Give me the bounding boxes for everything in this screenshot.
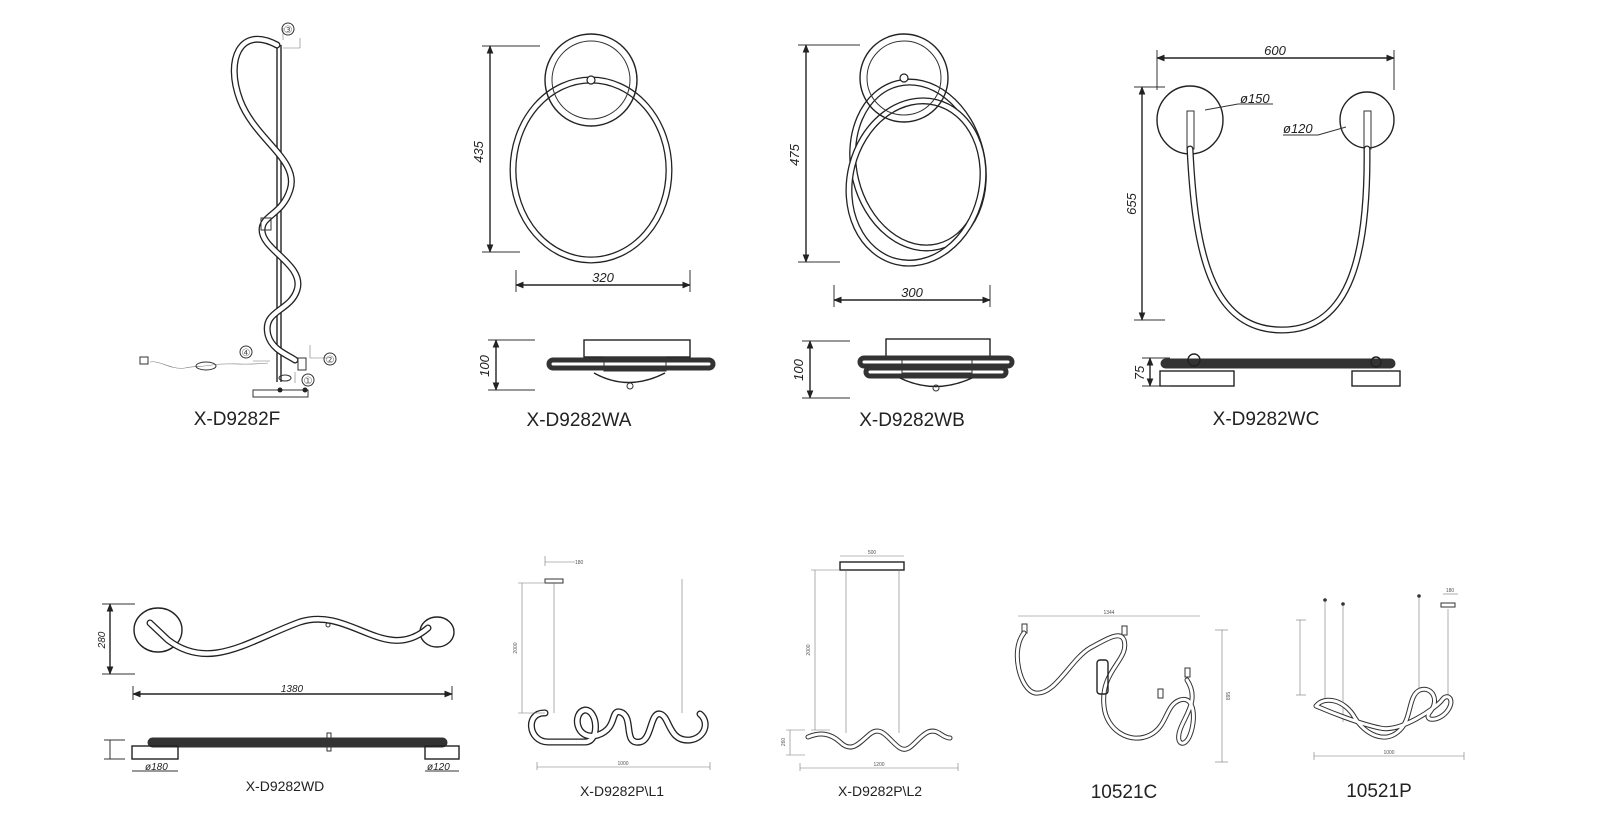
callout-4: ④ — [242, 348, 251, 359]
dimension-drop: 2000 — [513, 642, 519, 653]
dimension-canopy: 180 — [1446, 588, 1455, 594]
product-x-d9282p-l2: 500 2000 260 1200 X-D9282P\L2 — [781, 550, 959, 799]
dimension-canopy: 500 — [868, 550, 877, 556]
wall-lamp-front-view — [509, 33, 673, 264]
dimension-height: 655 — [1124, 192, 1139, 214]
dimension-depth: 100 — [477, 354, 492, 376]
wall-lamp-side-view — [1159, 353, 1401, 387]
dimension-height: 260 — [781, 738, 787, 747]
dimension-canopy: 180 — [575, 560, 584, 566]
plate-diameter-large: ø150 — [1240, 91, 1270, 106]
dimension-width: 600 — [1264, 43, 1286, 58]
model-label: 10521C — [1091, 782, 1158, 803]
dimension-depth: 100 — [791, 358, 806, 380]
dimension-depth: 75 — [1132, 365, 1147, 380]
plate-diameter-large: ø180 — [145, 762, 168, 773]
dimension-width: 1000 — [617, 761, 628, 767]
plate-diameter-small: ø120 — [1283, 121, 1313, 136]
floor-lamp-drawing — [139, 28, 328, 398]
callout-1: ① — [304, 376, 313, 387]
model-label: X-D9282P\L1 — [580, 783, 664, 799]
model-label: X-D9282P\L2 — [838, 783, 922, 799]
model-label: X-D9282WC — [1213, 409, 1320, 430]
product-x-d9282wd: 280 1380 ø180 ø120 X-D9282WD — [97, 603, 460, 794]
wall-lamp-front-view — [1156, 85, 1395, 334]
model-label: 10521P — [1346, 781, 1412, 802]
plate-diameter-small: ø120 — [427, 762, 450, 773]
dimension-drop: 2000 — [806, 644, 812, 655]
wall-lamp-front-view — [845, 33, 987, 267]
pendant-drawing — [527, 578, 709, 746]
product-x-d9282p-l1: 180 2000 1000 X-D9282P\L1 — [513, 556, 711, 799]
product-x-d9282f: ③ ④ ② ① X-D9282F — [139, 22, 337, 430]
dimension-height: 280 — [97, 631, 108, 649]
wall-lamp-side-view — [857, 338, 1015, 392]
wall-lamp-side-view — [131, 732, 460, 760]
wall-lamp-front-view — [133, 607, 455, 658]
dimension-height: 435 — [471, 140, 486, 162]
dimension-width: 1380 — [281, 684, 304, 695]
dimension-width: 300 — [901, 285, 923, 300]
model-label: X-D9282WA — [527, 410, 632, 431]
callout-3: ③ — [284, 25, 293, 36]
model-label: X-D9282WB — [859, 410, 965, 431]
product-10521p: 180 1000 10521P — [1296, 588, 1465, 802]
product-x-d9282wb: 475 300 100 X-D9282WB — [787, 33, 1015, 431]
ceiling-lamp-drawing — [1014, 623, 1196, 746]
pendant-drawing — [1313, 594, 1456, 740]
dimension-width: 320 — [592, 270, 614, 285]
pendant-drawing — [805, 561, 953, 752]
wall-lamp-side-view — [546, 339, 716, 390]
product-x-d9282wa: 435 320 100 X-D9282WA — [471, 33, 716, 431]
dimension-width: 1344 — [1103, 610, 1114, 616]
product-10521c: 1344 895 10521C — [1014, 610, 1232, 803]
dimension-height: 475 — [787, 143, 802, 165]
dimension-width: 1200 — [873, 762, 884, 768]
callout-2: ② — [326, 355, 335, 366]
model-label: X-D9282F — [194, 409, 281, 430]
product-x-d9282wc: 600 655 75 ø150 ø120 X-D9282WC — [1124, 43, 1401, 430]
dimension-height: 895 — [1226, 692, 1232, 701]
dimension-width: 1000 — [1383, 750, 1394, 756]
model-label: X-D9282WD — [246, 778, 325, 794]
